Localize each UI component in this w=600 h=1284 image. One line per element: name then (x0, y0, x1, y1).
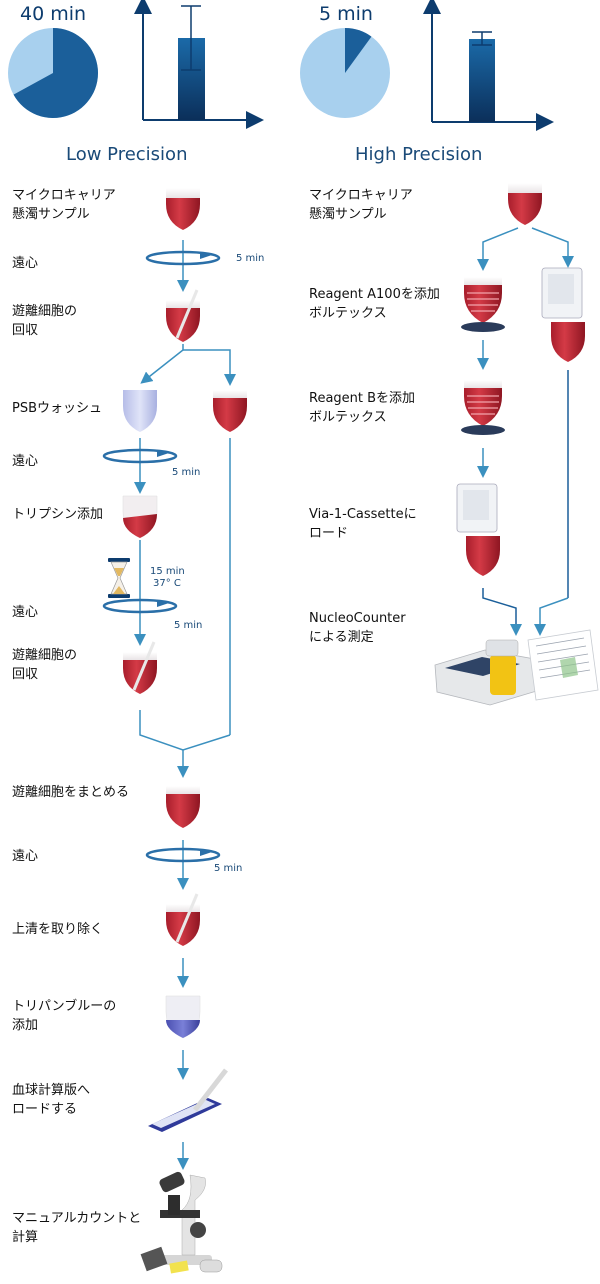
high-bar (469, 39, 495, 122)
low-step-3: 遊離細胞の 回収 (12, 304, 78, 338)
high-step-2: Reagent A100を添加 ボルテックス (309, 287, 440, 321)
incubate-temp: 37° C (153, 578, 181, 589)
low-step-13: 血球計算版へ ロードする (12, 1083, 91, 1117)
hourglass-icon (108, 558, 130, 598)
spin1-duration: 5 min (236, 253, 265, 264)
low-step-5: 遠心 (12, 454, 39, 469)
low-step-1: マイクロキャリア 懸濁サンプル (12, 188, 116, 222)
low-step-11: 上清を取り除く (12, 922, 104, 937)
result-report-icon (527, 629, 599, 701)
via-cassette-tube-right (541, 267, 585, 362)
low-step-9: 遊離細胞をまとめる (12, 785, 130, 800)
low-collect-tube-1 (166, 289, 200, 342)
low-trypsin-tube (122, 495, 158, 539)
low-centrifuge-icon-1 (145, 250, 221, 266)
high-step-3: Reagent Bを添加 ボルテックス (309, 391, 416, 425)
low-pie-slice (13, 27, 99, 118)
low-precision-heading: Low Precision (66, 144, 188, 165)
high-time-label: 5 min (319, 3, 373, 25)
high-sample-tube (508, 183, 542, 225)
low-step-4: PSBウォッシュ (12, 401, 103, 416)
low-centrifuge-icon-4 (145, 847, 221, 863)
spin2-duration: 5 min (172, 467, 201, 478)
reagent-b-vortex-tube (461, 380, 505, 435)
low-centrifuge-icon-2 (102, 448, 178, 464)
incubate-time: 15 min (150, 566, 185, 577)
low-bar-chart (134, 0, 264, 129)
low-supernatant-tube (213, 390, 247, 432)
low-pooled-tube (166, 786, 200, 828)
high-bar-chart (423, 0, 554, 131)
low-step-6: トリプシン添加 (12, 507, 104, 522)
low-wash-tube (123, 390, 157, 432)
low-sample-tube (166, 188, 200, 230)
low-step-10: 遠心 (12, 849, 39, 864)
low-pie-chart (8, 27, 99, 118)
spin3-duration: 5 min (174, 620, 203, 631)
low-step-2: 遠心 (12, 256, 39, 271)
high-precision-heading: High Precision (355, 144, 483, 165)
low-centrifuge-icon-3 (102, 598, 178, 614)
high-pie-chart (300, 28, 390, 118)
nucleocounter-device-icon (434, 639, 541, 706)
low-collect-tube-2 (123, 641, 157, 694)
spin4-duration: 5 min (214, 863, 243, 874)
low-remove-supernatant-tube (166, 893, 200, 946)
high-pie-slice (345, 28, 372, 73)
low-time-label: 40 min (20, 3, 87, 25)
microscope-icon (140, 1171, 223, 1274)
low-step-12: トリパンブルーの 添加 (12, 999, 117, 1033)
via-cassette-loaded-tube (456, 483, 500, 576)
low-step-7: 遠心 (12, 605, 39, 620)
reagent-a-vortex-tube (461, 277, 505, 332)
high-step-5: NucleoCounter による測定 (309, 611, 406, 645)
low-step-8: 遊離細胞の 回収 (12, 648, 78, 682)
high-step-1: マイクロキャリア 懸濁サンプル (309, 188, 413, 222)
high-step-4: Via-1-Cassetteに ロード (309, 507, 417, 541)
low-trypan-tube (165, 995, 201, 1039)
low-step-14: マニュアルカウントと 計算 (12, 1211, 142, 1245)
hemocytometer-icon (148, 1068, 228, 1132)
